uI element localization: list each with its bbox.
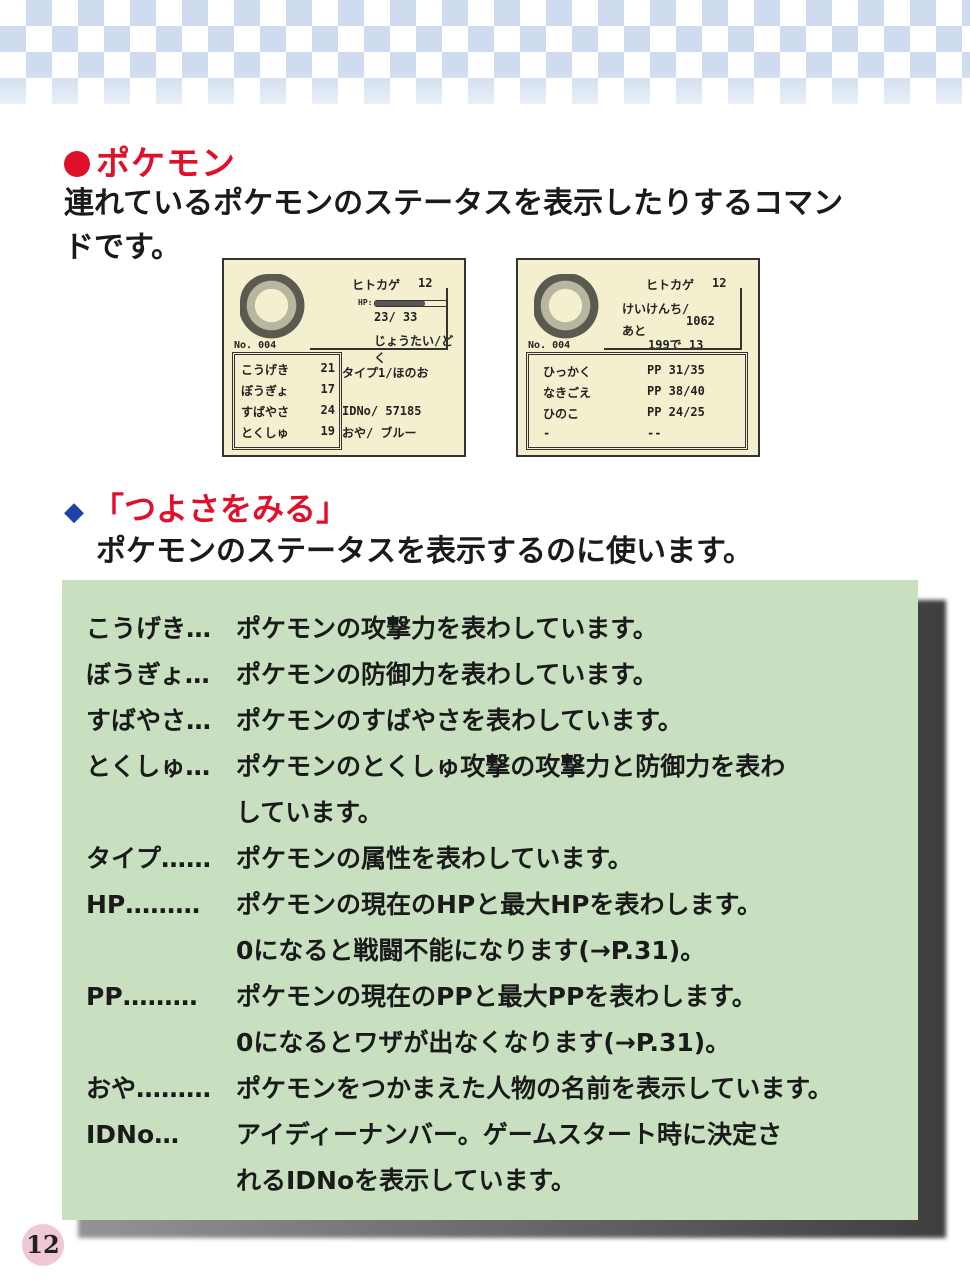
definition-row: HP……… ポケモンの現在のHPと最大HPを表わします。	[86, 890, 906, 920]
move-name: ひのこ	[543, 407, 580, 421]
hp-bar-fill	[375, 301, 426, 306]
stat-label: とくしゅ	[241, 426, 289, 440]
header-band-fade	[0, 70, 970, 104]
move-name: ひっかく	[543, 365, 592, 379]
definition-row: PP……… ポケモンの現在のPPと最大PPを表わします。	[86, 982, 906, 1012]
pokemon-level: 12	[418, 276, 433, 290]
definition-term: PP………	[86, 982, 198, 1011]
exp-value: 1062	[686, 314, 715, 328]
definition-desc: ポケモンのすばやさを表わしています。	[236, 706, 683, 735]
stat-label: ぼうぎょ	[241, 384, 289, 398]
pokemon-sprite-icon	[534, 274, 604, 344]
definition-desc: 0になるとワザが出なくなります(→P.31)。	[236, 1028, 731, 1057]
subsection-title: ◆ 「つよさをみる」	[64, 484, 348, 530]
frame-line	[740, 288, 742, 350]
definition-row: ぼうぎょ… ポケモンの防御力を表わしています。	[86, 660, 906, 690]
definition-desc: ポケモンの現在のHPと最大HPを表わします。	[236, 890, 762, 919]
move-pp: PP 24/25	[647, 405, 705, 419]
type-info: タイプ1/ほのお	[342, 366, 429, 380]
definition-desc: れるIDNoを表示しています。	[236, 1166, 576, 1195]
definition-desc: ポケモンの攻撃力を表わしています。	[236, 614, 658, 643]
section-title-text: ポケモン	[96, 144, 236, 184]
definition-term: とくしゅ…	[86, 752, 211, 781]
intro-line-1: 連れているポケモンのステータスを表示したりするコマン	[64, 186, 844, 221]
status-screen-moves: ヒトカゲ 12 けいけんち/ 1062 あと 199で 13 No. 004 ひ…	[516, 258, 760, 457]
pokemon-level: 12	[712, 276, 727, 290]
definition-row: おや……… ポケモンをつかまえた人物の名前を表示しています。	[86, 1074, 906, 1104]
status-condition: じょうたい/どく	[374, 334, 454, 365]
stat-label: こうげき	[241, 363, 290, 377]
stat-value: 17	[320, 382, 335, 396]
stat-value: 24	[320, 403, 335, 417]
frame-line	[604, 348, 742, 350]
definition-term: HP………	[86, 890, 201, 919]
definition-desc: ポケモンの属性を表わしています。	[236, 844, 633, 873]
pokemon-name: ヒトカゲ	[646, 278, 695, 292]
definition-desc: 0になると戦闘不能になります(→P.31)。	[236, 936, 706, 965]
definition-term: すばやさ…	[86, 706, 212, 735]
subsection-title-text: 「つよさをみる」	[92, 490, 349, 528]
status-screen-stats: ヒトカゲ 12 HP: 23/ 33 じょうたい/どく No. 004 こうげき…	[222, 258, 466, 457]
pokemon-name: ヒトカゲ	[352, 278, 401, 292]
definition-continuation: 0になるとワザが出なくなります(→P.31)。	[236, 1028, 970, 1058]
definition-desc: ポケモンの現在のPPと最大PPを表わします。	[236, 982, 757, 1011]
definition-term: ぼうぎょ…	[86, 660, 210, 689]
stat-row: こうげき 21	[241, 361, 335, 378]
hp-value: 23/ 33	[374, 310, 418, 324]
exp-label: けいけんち/	[622, 302, 690, 316]
next-level-value: 199で 13	[648, 338, 704, 352]
pokemon-sprite-icon	[240, 274, 310, 344]
definition-desc: ポケモンをつかまえた人物の名前を表示しています。	[236, 1074, 833, 1103]
subsection-description: ポケモンのステータスを表示するのに使います。	[96, 534, 753, 569]
bullet-dot-icon	[64, 151, 90, 177]
frame-line	[310, 348, 448, 350]
original-trainer: おや/ ブルー	[342, 426, 417, 440]
definition-desc: ポケモンのとくしゅ攻撃の攻撃力と防御力を表わ	[236, 752, 786, 781]
id-number: IDNo/ 57185	[342, 404, 422, 418]
pokedex-number: No. 004	[234, 340, 277, 351]
intro-text: 連れているポケモンのステータスを表示したりするコマン ドです。	[64, 182, 944, 270]
section-title: ポケモン	[64, 136, 236, 185]
definition-desc: しています。	[236, 798, 383, 827]
definition-desc: アイディーナンバー。ゲームスタート時に決定さ	[236, 1120, 783, 1149]
definition-row: とくしゅ… ポケモンのとくしゅ攻撃の攻撃力と防御力を表わ	[86, 752, 906, 782]
definition-term: IDNo…	[86, 1120, 180, 1149]
next-level-label: あと	[622, 324, 647, 338]
stat-row: すばやさ 24	[241, 403, 335, 420]
diamond-bullet-icon: ◆	[64, 497, 84, 527]
page-number: 12	[22, 1224, 64, 1266]
definitions-panel	[62, 580, 918, 1220]
stat-row: とくしゅ 19	[241, 424, 335, 441]
definition-row: すばやさ… ポケモンのすばやさを表わしています。	[86, 706, 906, 736]
hp-label: HP:	[358, 298, 373, 307]
frame-line	[446, 288, 448, 350]
stat-value: 19	[320, 424, 335, 438]
definition-continuation: 0になると戦闘不能になります(→P.31)。	[236, 936, 970, 966]
definition-term: おや………	[86, 1074, 212, 1103]
definition-continuation: れるIDNoを表示しています。	[236, 1166, 970, 1196]
hp-bar	[374, 300, 448, 307]
stat-row: ぼうぎょ 17	[241, 382, 335, 399]
definition-row: IDNo… アイディーナンバー。ゲームスタート時に決定さ	[86, 1120, 906, 1150]
move-pp: PP 31/35	[647, 363, 705, 377]
definition-term: こうげき…	[86, 614, 212, 643]
move-name: -	[543, 426, 551, 440]
move-name: なきごえ	[543, 386, 592, 400]
definition-term: タイプ……	[86, 844, 212, 873]
stat-value: 21	[320, 361, 335, 375]
move-pp: PP 38/40	[647, 384, 705, 398]
pokedex-number: No. 004	[528, 340, 571, 351]
stat-box: こうげき 21 ぼうぎょ 17 すばやさ 24 とくしゅ 19	[232, 352, 342, 450]
definition-row: こうげき… ポケモンの攻撃力を表わしています。	[86, 614, 906, 644]
definition-desc: ポケモンの防御力を表わしています。	[236, 660, 658, 689]
stat-label: すばやさ	[241, 405, 290, 419]
intro-line-2: ドです。	[64, 230, 181, 265]
move-pp: --	[647, 426, 662, 440]
definition-row: タイプ…… ポケモンの属性を表わしています。	[86, 844, 906, 874]
definition-continuation: しています。	[236, 798, 970, 828]
